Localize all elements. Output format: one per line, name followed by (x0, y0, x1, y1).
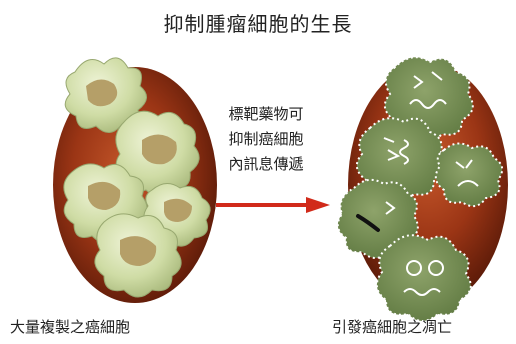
cancer-cell (115, 110, 200, 197)
left-caption: 大量複製之癌細胞 (10, 318, 131, 336)
right-caption: 引發癌細胞之凋亡 (332, 318, 453, 336)
description-line-3: 內訊息傳遞 (228, 155, 304, 173)
cancer-cell (64, 57, 147, 133)
apoptotic-cell (355, 117, 446, 202)
cancer-cell (94, 213, 182, 298)
diagram-title: 抑制腫瘤細胞的生長 (163, 12, 353, 36)
process-arrow (216, 197, 330, 213)
treatment-description: 標靶藥物可 抑制癌細胞 內訊息傳遞 (210, 102, 322, 177)
apoptotic-cell (434, 142, 504, 208)
description-line-2: 抑制癌細胞 (228, 130, 304, 148)
description-line-1: 標靶藥物可 (228, 105, 304, 123)
apoptotic-cell (375, 234, 472, 322)
